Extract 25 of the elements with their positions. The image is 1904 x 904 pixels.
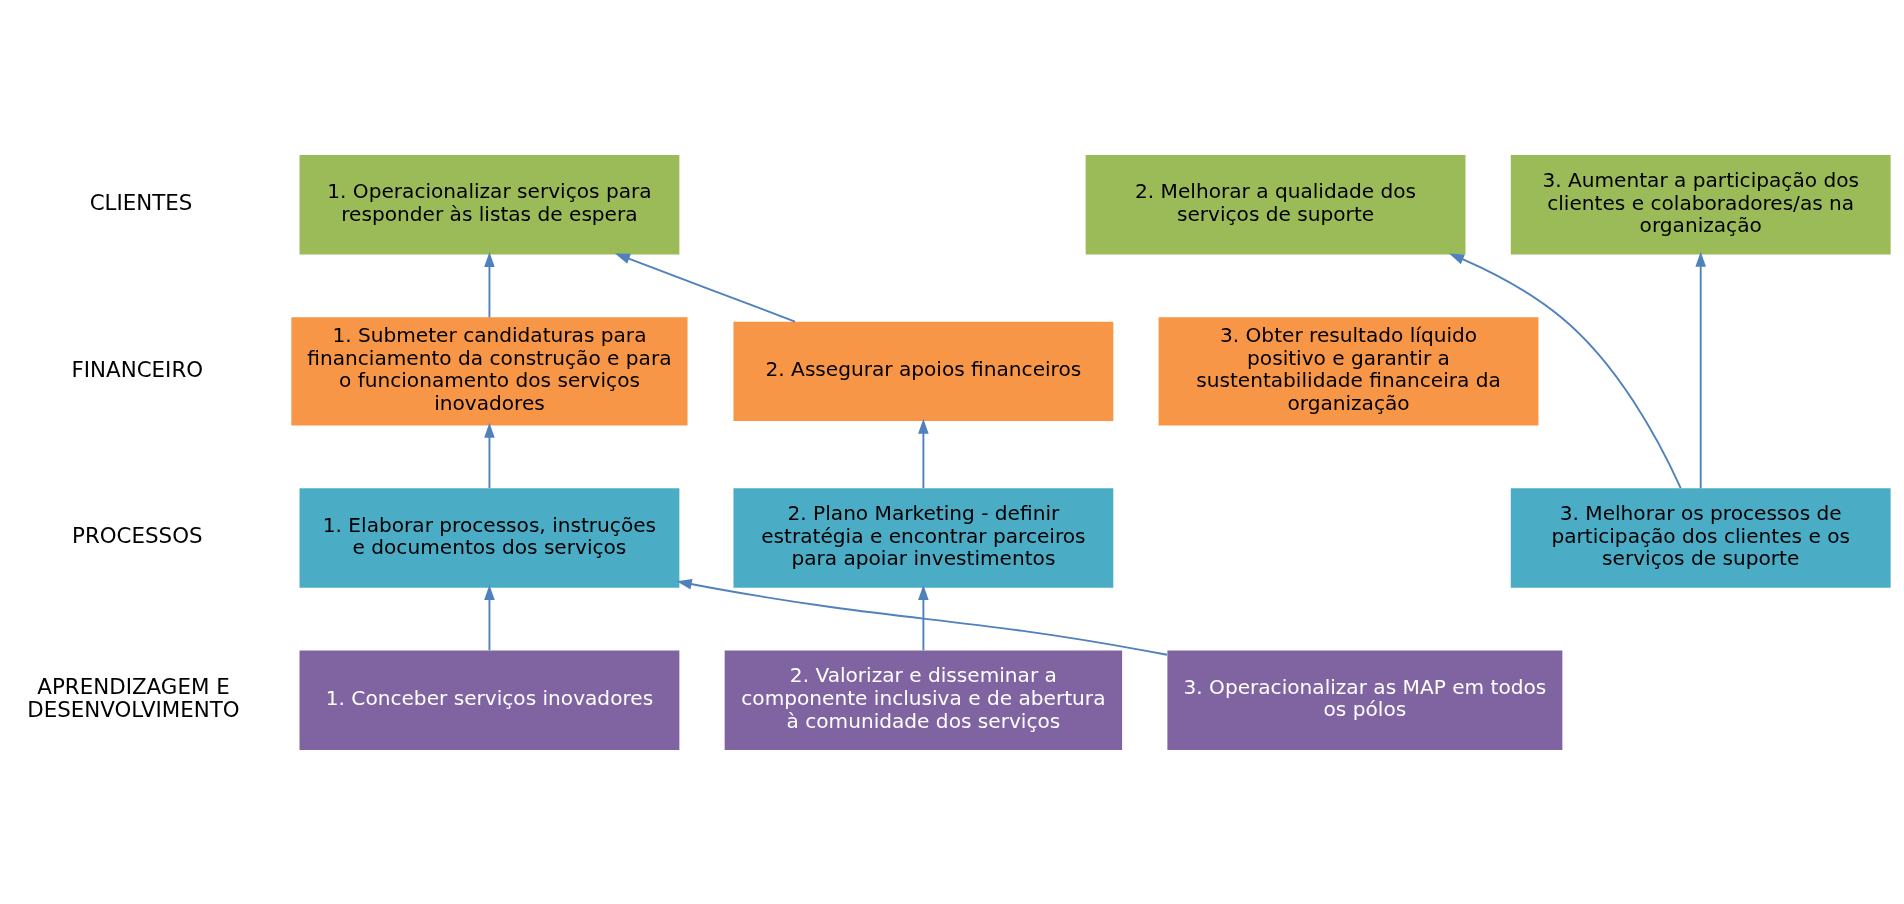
node-box: 2. Assegurar apoios financeiros — [733, 321, 1114, 421]
node-box: 3. Melhorar os processos de participação dos clientes e os serviços de suporte — [1510, 487, 1891, 588]
node-box: 1. Operacionalizar serviços para responder às listas de espera — [299, 154, 680, 254]
arrow — [1695, 251, 1706, 489]
node-box: 1. Elaborar processos, instruções e documentos dos serviços — [299, 487, 680, 588]
arrow — [484, 584, 495, 651]
label: PROCESSOS — [72, 522, 203, 548]
label: FINANCEIRO — [71, 356, 204, 382]
node-box: 2. Valorizar e disseminar a componente inclusiva e de abertura à comunidade dos serviços — [724, 650, 1123, 750]
arrow — [614, 252, 796, 322]
node-box: 1. Submeter candidaturas para financiamento da construção e para o funcionamento dos serviços inovadores — [291, 316, 688, 425]
node-box: 3. Operacionalizar as MAP em todos os pólos — [1167, 650, 1563, 750]
label: CLIENTES — [89, 189, 193, 215]
arrow — [676, 578, 1168, 656]
node-box: 2. Melhorar a qualidade dos serviços de suporte — [1085, 154, 1466, 254]
label: APRENDIZAGEM E DESENVOLVIMENTO — [27, 672, 240, 722]
node-box: 3. Aumentar a participação dos clientes e colaboradores/as na organização — [1510, 154, 1891, 254]
node-box: 1. Conceber serviços inovadores — [299, 650, 680, 750]
arrow — [1448, 252, 1682, 489]
arrow — [918, 584, 929, 651]
arrow — [484, 251, 495, 318]
arrow — [484, 422, 495, 489]
arrow — [918, 418, 929, 489]
node-box: 2. Plano Marketing - definir estratégia e encontrar parceiros para apoiar investimentos — [733, 487, 1114, 588]
node-box: 3. Obter resultado líquido positivo e garantir a sustentabilidade financeira da organização — [1158, 316, 1539, 425]
